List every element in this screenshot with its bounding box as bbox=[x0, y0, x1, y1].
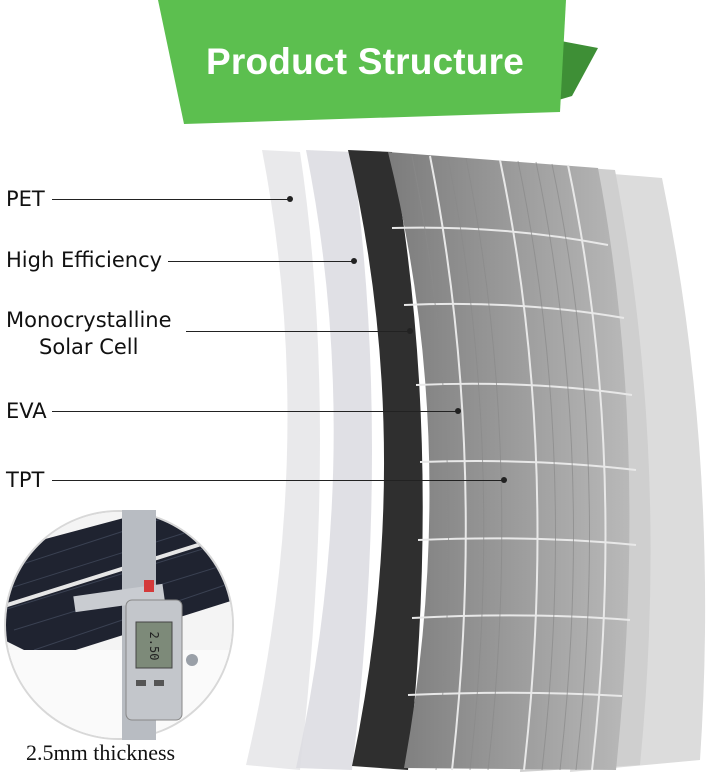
label-tpt: TPT bbox=[6, 468, 45, 492]
leader-dot-monocrystalline bbox=[407, 328, 413, 334]
label-eva: EVA bbox=[6, 399, 47, 423]
leader-monocrystalline bbox=[186, 331, 408, 332]
thickness-caption: 2.5mm thickness bbox=[26, 740, 176, 765]
digital-caliper-icon: 2.50 bbox=[73, 510, 198, 740]
banner bbox=[158, 0, 598, 124]
leader-dot-high-efficiency bbox=[351, 258, 357, 264]
page-title: Product Structure bbox=[206, 41, 524, 82]
label-monocrystalline-line1: Monocrystalline bbox=[6, 308, 172, 332]
solar-panel-layers-illustration bbox=[246, 150, 706, 772]
label-pet: PET bbox=[6, 187, 45, 211]
cell-grid-lines-thin bbox=[411, 155, 590, 771]
banner-ribbon bbox=[158, 0, 566, 124]
leader-eva bbox=[52, 411, 456, 412]
label-monocrystalline: Monocrystalline Solar Cell bbox=[6, 307, 172, 361]
svg-text:2.50: 2.50 bbox=[147, 632, 161, 661]
label-monocrystalline-line2: Solar Cell bbox=[39, 335, 139, 359]
pet-sheet bbox=[246, 150, 320, 770]
leader-dot-pet bbox=[287, 196, 293, 202]
leader-high-efficiency bbox=[168, 261, 352, 262]
leader-tpt bbox=[52, 480, 502, 481]
leader-pet bbox=[52, 199, 288, 200]
thickness-inset: 2.50 bbox=[4, 510, 234, 740]
efficiency-sheet bbox=[296, 150, 372, 770]
leader-dot-tpt bbox=[501, 477, 507, 483]
cell-grid-lines bbox=[391, 155, 637, 771]
label-high-efficiency: High Efficiency bbox=[6, 248, 163, 272]
leader-dot-eva bbox=[455, 408, 461, 414]
